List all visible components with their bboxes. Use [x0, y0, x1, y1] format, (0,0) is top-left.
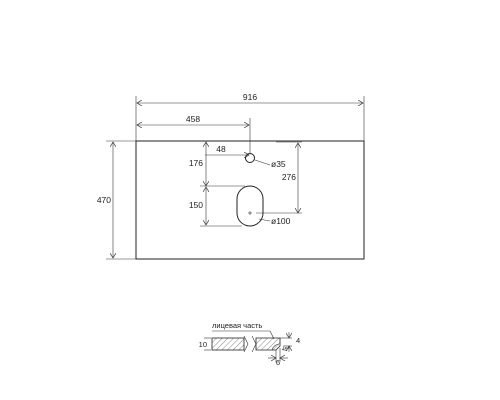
- section-angle-label: 45°: [282, 347, 290, 353]
- countertop-outline: [135, 140, 365, 260]
- dim-tap-to-drain-label: 276: [282, 172, 296, 182]
- dim-total-width: 916: [135, 92, 365, 141]
- tap-hole: [245, 153, 255, 163]
- drain-opening: [236, 185, 264, 227]
- dim-height-label: 470: [97, 195, 111, 205]
- dim-tap-offset-x: 48: [205, 144, 249, 155]
- section-edge-width-label: 6: [276, 358, 280, 367]
- slab-left-section: [211, 337, 245, 351]
- dim-total-width-label: 916: [243, 92, 257, 102]
- dim-tap-offset-y: 176: [189, 142, 245, 186]
- dim-half-width: 458: [137, 114, 251, 154]
- edge-section-detail: лицевая часть 10 4 45° 6: [199, 321, 301, 367]
- dim-half-width-label: 458: [186, 114, 200, 124]
- dim-tap-to-drain: 276: [256, 141, 302, 213]
- section-thickness-label: 10: [199, 340, 207, 349]
- section-edge-height-label: 4: [296, 336, 300, 345]
- face-side-label: лицевая часть: [212, 321, 262, 330]
- dim-tap-offset-x-label: 48: [216, 144, 226, 154]
- dim-height: 470: [97, 140, 136, 260]
- tap-hole-dia-label: ø35: [271, 159, 286, 169]
- drain-dia-label: ø100: [271, 216, 291, 226]
- dim-drain-height: 150: [189, 187, 242, 227]
- dim-drain-height-label: 150: [189, 200, 203, 210]
- dim-tap-offset-y-label: 176: [189, 158, 203, 168]
- slab-right-section: [255, 337, 281, 351]
